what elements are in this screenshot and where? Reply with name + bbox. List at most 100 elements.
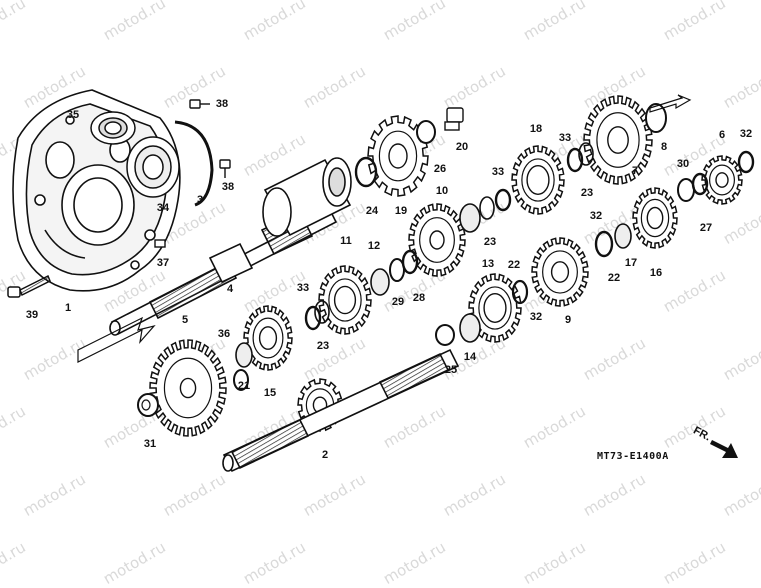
- snap-ring-33-right: [566, 147, 584, 173]
- part-number-label: 11: [340, 235, 352, 247]
- needle-bearing-12: [370, 268, 390, 296]
- part-number-label: 33: [559, 132, 571, 144]
- bolt-38-bottom: [219, 159, 231, 178]
- gear-18: [511, 145, 565, 215]
- part-number-label: 32: [590, 210, 602, 222]
- part-number-label: 30: [677, 158, 689, 170]
- gear-6: [701, 155, 743, 205]
- transmission-case-cover: [12, 89, 181, 292]
- part-number-label: 36: [218, 328, 230, 340]
- part-number-label: 3: [197, 194, 203, 206]
- part-number-label: 34: [157, 202, 170, 214]
- part-number-label: 23: [581, 187, 593, 199]
- snap-ring-32-far: [737, 150, 755, 174]
- snap-ring-33: [304, 305, 322, 331]
- gear-16: [632, 187, 678, 249]
- part-number-label: 16: [650, 267, 662, 279]
- gear-5: [149, 339, 227, 437]
- direction-arrow-left: [77, 316, 156, 363]
- mainshaft-bearing-sleeve: [262, 157, 352, 237]
- bushing-22a: [459, 203, 481, 233]
- bushing-14: [459, 313, 481, 343]
- part-number-label: 13: [482, 258, 494, 270]
- snap-ring-3: [174, 120, 214, 207]
- bearing-8: [645, 103, 667, 133]
- ring-layer: [137, 103, 755, 417]
- part-number-label: 8: [661, 141, 667, 153]
- needle-bearing-36: [235, 342, 253, 368]
- part-number-label: 22: [508, 259, 520, 271]
- part-number-label: 32: [530, 311, 542, 323]
- part-number-label: 31: [144, 438, 156, 450]
- bolt-20: [444, 107, 464, 131]
- washer-25: [435, 324, 455, 346]
- snap-ring-27: [691, 172, 709, 196]
- part-number-label: 28: [413, 292, 425, 304]
- part-number-label: 19: [395, 205, 407, 217]
- bearing-34: [126, 136, 180, 198]
- bearing-35: [90, 111, 136, 145]
- part-number-label: 9: [565, 314, 571, 326]
- gear-19: [367, 115, 429, 197]
- washer-23-mid: [479, 196, 495, 220]
- part-number-label: 7: [632, 165, 638, 177]
- part-number-label: 37: [157, 257, 169, 269]
- part-number-label: 38: [222, 181, 234, 193]
- part-number-label: 21: [238, 380, 250, 392]
- gear-13: [468, 273, 522, 343]
- part-number-label: 32: [740, 128, 752, 140]
- gear-7: [583, 95, 653, 185]
- thrust-washer-24: [354, 156, 378, 188]
- snap-ring-32: [511, 279, 529, 305]
- bolt-39: [7, 274, 51, 298]
- part-number-label: 29: [392, 296, 404, 308]
- gear-11: [318, 265, 372, 335]
- part-number-label: 39: [26, 309, 38, 321]
- part-number-label: 6: [719, 129, 725, 141]
- washer-31-hole: [141, 399, 151, 411]
- snap-ring-33-mid: [494, 188, 512, 212]
- part-number-label: 14: [464, 351, 477, 363]
- part-number-label: 4: [227, 283, 234, 295]
- washer-23-right: [578, 142, 594, 166]
- part-number-label: 20: [456, 141, 468, 153]
- washer-30: [677, 178, 695, 202]
- snap-ring-28: [401, 249, 419, 275]
- part-number-label: 18: [530, 123, 542, 135]
- bolt-38-top: [189, 99, 210, 109]
- gear-10: [408, 203, 466, 277]
- part-number-label: 35: [67, 109, 79, 121]
- part-number-label: 27: [700, 222, 712, 234]
- part-number-label: 2: [322, 449, 328, 461]
- part-number-label: 38: [216, 98, 228, 110]
- washer-26: [416, 120, 436, 144]
- part-number-label: 25: [445, 364, 457, 376]
- washer-21: [233, 369, 249, 391]
- washer-23: [314, 300, 330, 324]
- part-number-label: 22: [608, 272, 620, 284]
- part-number-label: 26: [434, 163, 446, 175]
- front-arrow-icon: [710, 440, 738, 458]
- dowel-pin-37: [154, 239, 166, 248]
- snap-ring-32-right: [594, 230, 614, 258]
- direction-arrow-right: [649, 94, 692, 113]
- part-number-label: 23: [484, 236, 496, 248]
- part-number-label: 33: [492, 166, 504, 178]
- part-number-label: 15: [264, 387, 276, 399]
- part-number-label: 17: [625, 257, 637, 269]
- part-number-label: 24: [366, 205, 379, 217]
- part-number-label: 1: [65, 302, 71, 314]
- part-number-label: 10: [436, 185, 448, 197]
- countershaft-2: [222, 348, 460, 473]
- part-number-label: 5: [182, 314, 188, 326]
- diagram-code: MT73-E1400A: [597, 451, 669, 462]
- mainshaft-4: [109, 208, 338, 336]
- part-number-label: 12: [368, 240, 380, 252]
- bushing-17: [614, 223, 632, 249]
- gear-9: [531, 237, 589, 307]
- part-number-label: 33: [297, 282, 309, 294]
- gear-15: [243, 305, 293, 371]
